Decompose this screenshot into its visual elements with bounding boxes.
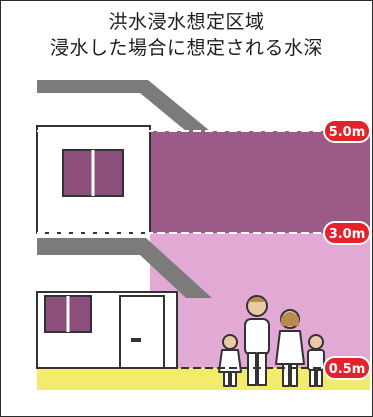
depth-marker-3m: 3.0m (323, 221, 371, 245)
depth-marker-5m: 5.0m (323, 119, 371, 143)
svg-text:3.0m: 3.0m (329, 227, 366, 242)
title-line-1: 洪水浸水想定区域 (108, 11, 265, 33)
water-band-deep (150, 131, 370, 233)
house-lower (36, 238, 212, 369)
house-upper (36, 80, 210, 234)
title-line-2: 浸水した場合に想定される水深 (49, 37, 323, 59)
depth-marker-05m: 0.5m (323, 356, 371, 380)
svg-text:5.0m: 5.0m (329, 125, 366, 140)
svg-text:0.5m: 0.5m (329, 362, 366, 377)
family-figures (218, 295, 325, 387)
